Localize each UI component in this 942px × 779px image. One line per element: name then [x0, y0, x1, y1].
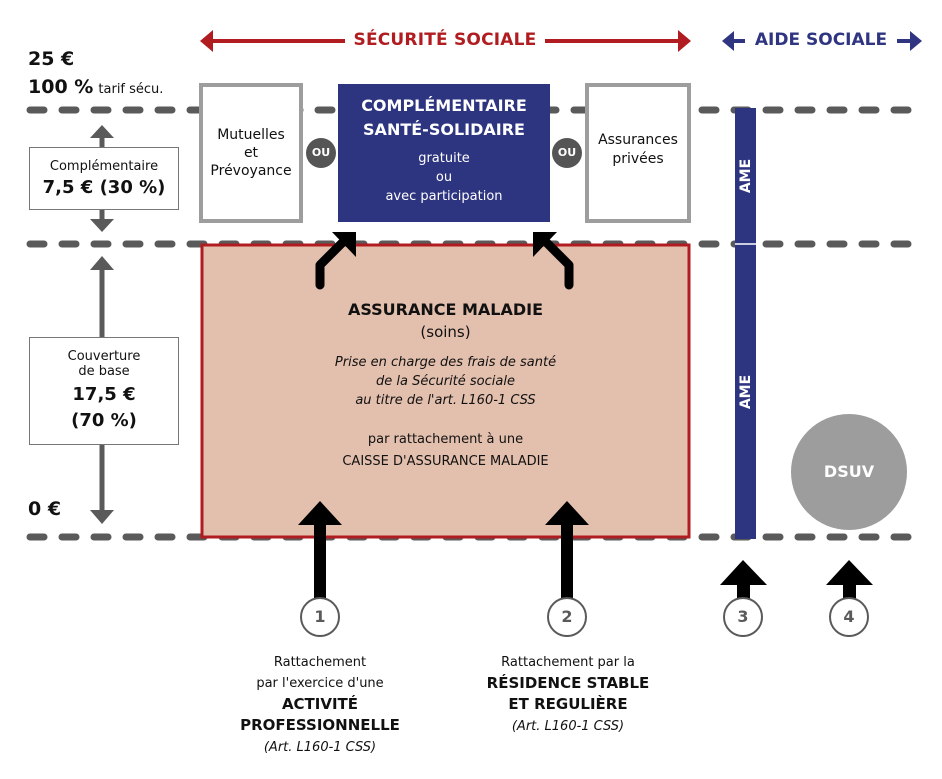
path-2-bold-2: ET REGULIÈRE: [508, 695, 628, 713]
am-desc-3: au titre de l'art. L160-1 CSS: [355, 393, 536, 408]
path-number-3: 3: [737, 607, 749, 626]
css-label: COMPLÉMENTAIRE SANTÉ-SOLIDAIRE gratuite …: [338, 94, 550, 206]
path-2-line-1: Rattachement par la: [501, 655, 635, 670]
or-label-right: OU: [557, 146, 577, 159]
css-box: [338, 84, 550, 222]
mutuelles-label: Mutuelles et Prévoyance: [203, 87, 299, 219]
path-2-description: Rattachement par la RÉSIDENCE STABLE ET …: [458, 652, 678, 739]
am-title: ASSURANCE MALADIE: [347, 300, 544, 319]
or-circle-right: [552, 138, 582, 168]
scale-top-percent-suffix: tarif sécu.: [98, 82, 164, 97]
arrow-to-css-left: [315, 232, 356, 290]
ame-label-top: AME: [738, 158, 754, 194]
scale-bottom-value: 0 €: [28, 498, 62, 520]
path-2-bold-1: RÉSIDENCE STABLE: [486, 674, 650, 692]
aide-sociale-arrow: [722, 31, 922, 51]
arrow-to-css-right: [533, 232, 574, 290]
scale-top-percent-row: 100 % tarif sécu.: [28, 76, 163, 98]
arrow-path-3: [720, 560, 767, 600]
arrow-path-1: [298, 501, 342, 600]
ame-bar: [735, 108, 756, 539]
assurance-maladie-label: ASSURANCE MALADIE (soins) Prise en charg…: [202, 299, 689, 473]
scale-top-value: 25 €: [28, 48, 75, 70]
am-attach-1: par rattachement à une: [367, 432, 524, 447]
path-2-ref: (Art. L160-1 CSS): [511, 719, 625, 734]
number-circle-4: [829, 597, 869, 637]
path-1-ref: (Art. L160-1 CSS): [263, 740, 377, 755]
privees-line-1: Assurances: [598, 132, 678, 148]
number-circle-2: [547, 597, 587, 637]
assurance-maladie-box: [200, 243, 691, 539]
path-1-bold-1: ACTIVITÉ: [281, 695, 359, 713]
arrow-path-2: [545, 501, 589, 600]
css-title-1: COMPLÉMENTAIRE: [361, 96, 527, 115]
base-scale-title-1: Couverture: [67, 348, 141, 364]
scale-top-percent: 100 %: [28, 76, 94, 98]
complementaire-scale-value: 7,5 € (30 %): [42, 177, 166, 198]
css-sub-1: gratuite: [418, 151, 470, 166]
base-scale-value: 17,5 €: [72, 383, 136, 405]
am-desc-1: Prise en charge des frais de santé: [334, 355, 557, 370]
assurances-privees-box: [585, 83, 691, 223]
path-1-description: Rattachement par l'exercice d'une ACTIVI…: [210, 652, 430, 760]
dsuv-label: DSUV: [823, 462, 875, 481]
path-1-line-1: Rattachement: [273, 655, 367, 670]
ame-label-bottom: AME: [738, 374, 754, 410]
mutuelles-line-3: Prévoyance: [210, 163, 292, 179]
complementaire-scale-title: Complémentaire: [49, 159, 159, 174]
am-subtitle: (soins): [420, 323, 471, 341]
arrow-path-4: [826, 560, 873, 600]
securite-sociale-arrow: [200, 30, 691, 52]
number-circle-1: [300, 597, 340, 637]
number-circle-3: [723, 597, 763, 637]
mutuelles-line-2: et: [243, 145, 259, 161]
mutuelles-box: [199, 83, 303, 223]
or-circle-left: [306, 138, 336, 168]
path-number-4: 4: [843, 607, 855, 626]
complementaire-scale-box: Complémentaire 7,5 € (30 %): [29, 147, 179, 210]
aide-sociale-label: AIDE SOCIALE: [754, 30, 888, 50]
path-1-bold-2: PROFESSIONNELLE: [240, 716, 400, 734]
mutuelles-line-1: Mutuelles: [217, 127, 285, 143]
am-attach-2: CAISSE D'ASSURANCE MALADIE: [342, 454, 549, 469]
dsuv-circle: [791, 414, 907, 530]
privees-line-2: privées: [612, 151, 664, 167]
path-1-line-2: par l'exercice d'une: [256, 676, 384, 691]
base-scale-percent: (70 %): [71, 409, 137, 431]
securite-sociale-label: SÉCURITÉ SOCIALE: [353, 30, 537, 50]
css-sub-2: ou: [435, 170, 453, 185]
assurances-privees-label: Assurances privées: [589, 87, 687, 219]
base-scale-box: Couverture de base 17,5 € (70 %): [29, 337, 179, 445]
path-number-2: 2: [561, 607, 573, 626]
css-sub-3: avec participation: [385, 189, 503, 204]
or-label-left: OU: [311, 146, 331, 159]
am-desc-2: de la Sécurité sociale: [376, 374, 515, 389]
base-scale-title-2: de base: [78, 363, 130, 379]
css-title-2: SANTÉ-SOLIDAIRE: [363, 120, 525, 139]
path-number-1: 1: [314, 607, 326, 626]
